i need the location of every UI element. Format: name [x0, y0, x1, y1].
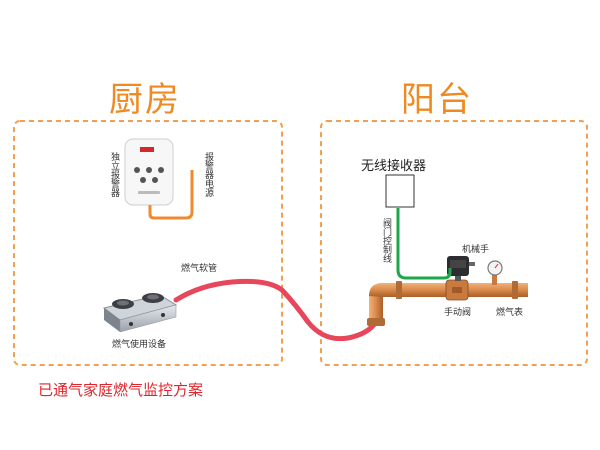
valve-control-line-label: 阀门控制线 — [381, 218, 391, 263]
alarm-power-cable — [148, 170, 194, 220]
manipulator-device — [447, 256, 475, 281]
gas-detector-device — [124, 138, 174, 206]
scheme-caption: 已通气家庭燃气监控方案 — [38, 381, 204, 399]
gas-hose — [173, 278, 379, 342]
alarm-power-label: 报警器电源 — [203, 152, 213, 197]
detector-label: 独立报警器 — [109, 152, 119, 197]
pipe-vertical — [369, 294, 383, 324]
gas-hose-label: 燃气软管 — [181, 264, 218, 274]
pipe-stub-joint — [367, 318, 385, 326]
gas-stove-device — [102, 293, 178, 333]
manipulator-label: 机械手 — [462, 245, 490, 255]
gas-meter-label: 燃气表 — [496, 308, 524, 318]
gas-meter-device — [487, 260, 503, 285]
balcony-title: 阳台 — [401, 80, 473, 120]
wireless-receiver-box — [385, 174, 415, 208]
gas-appliance-label: 燃气使用设备 — [112, 340, 167, 350]
kitchen-zone-border — [13, 120, 283, 366]
manual-valve — [445, 279, 469, 301]
wireless-receiver-label: 无线接收器 — [361, 159, 427, 174]
kitchen-title: 厨房 — [109, 80, 181, 120]
valve-control-line — [396, 208, 452, 280]
balcony-zone-border — [320, 120, 588, 366]
manual-valve-label: 手动阀 — [444, 308, 472, 318]
